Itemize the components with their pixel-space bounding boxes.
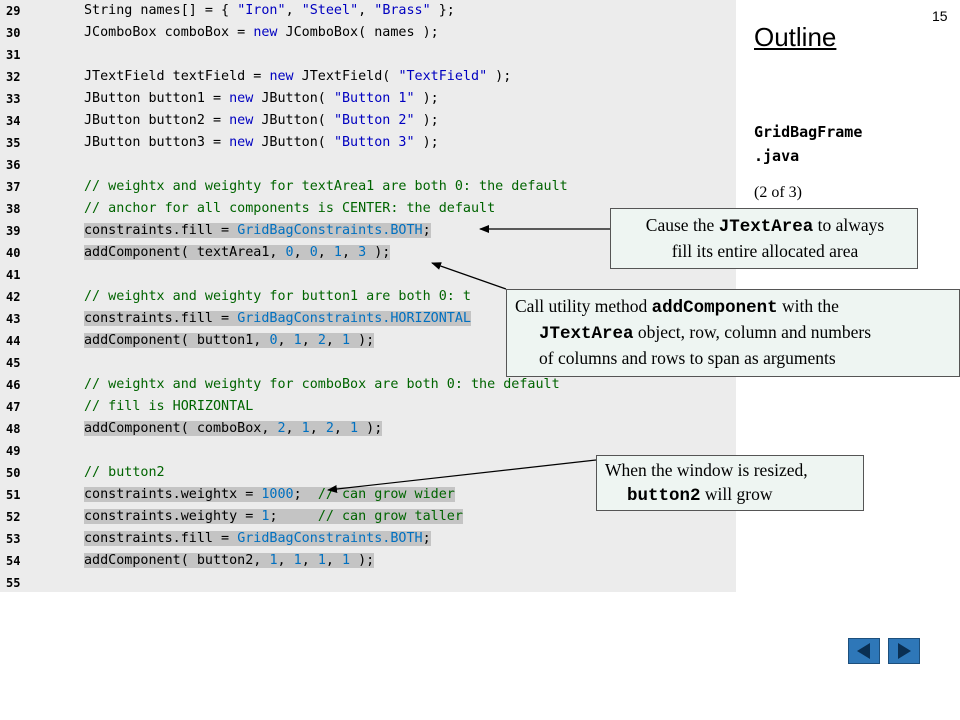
page-indicator: (2 of 3) [754,184,802,201]
triangle-left-icon [857,643,870,659]
callout-3-line2: button2 will grow [605,482,857,508]
code-text: JButton button1 = new JButton( "Button 1… [84,91,439,106]
callout-2-line3: of columns and rows to span as arguments [539,348,836,368]
code-text: constraints.fill = GridBagConstraints.BO… [84,223,431,238]
file-name-line2: .java [754,147,800,165]
line-number: 51 [6,488,21,502]
callout-1-line1: Cause the JTextArea to always [621,213,909,239]
callout-button2-grow: When the window is resized, button2 will… [596,455,864,511]
line-number: 40 [6,246,21,260]
line-number: 54 [6,554,21,568]
code-text: addComponent( button1, 0, 1, 2, 1 ); [84,333,375,348]
code-text: constraints.fill = GridBagConstraints.BO… [84,531,431,546]
code-text: // fill is HORIZONTAL [84,399,254,414]
line-number: 47 [6,400,21,414]
callout-code: addComponent [651,298,778,318]
line-number: 32 [6,70,21,84]
file-name-line1: GridBagFrame [754,123,863,141]
line-number: 52 [6,510,21,524]
callout-1-line2: fill its entire allocated area [671,241,859,261]
line-number: 37 [6,180,21,194]
callout-code: JTextArea [539,324,634,344]
callout-text: with the [777,296,839,316]
code-text: String names[] = { "Iron", "Steel", "Bra… [84,3,455,18]
callout-code: button2 [627,486,701,506]
line-number: 29 [6,4,21,18]
code-text: JTextField textField = new JTextField( "… [84,69,512,84]
code-text: JButton button3 = new JButton( "Button 3… [84,135,439,150]
code-text: JButton button2 = new JButton( "Button 2… [84,113,439,128]
callout-3-line1: When the window is resized, [605,460,808,480]
line-number: 45 [6,356,21,370]
callout-2-line1: Call utility method addComponent with th… [515,294,951,320]
line-number: 39 [6,224,21,238]
callout-code: JTextArea [718,217,814,237]
line-number: 42 [6,290,21,304]
line-number: 49 [6,444,21,458]
callout-text: object, row, column and numbers [633,322,872,342]
code-text: addComponent( button2, 1, 1, 1, 1 ); [84,553,375,568]
code-text: addComponent( textArea1, 0, 0, 1, 3 ); [84,245,391,260]
line-number: 43 [6,312,21,326]
code-text: // weightx and weighty for button1 are b… [84,289,471,304]
code-text: // anchor for all components is CENTER: … [84,201,496,216]
line-number: 34 [6,114,21,128]
callout-text: to always [813,215,885,235]
slide-number: 15 [932,8,948,24]
code-text: // button2 [84,465,165,480]
code-text: // weightx and weighty for comboBox are … [84,377,560,392]
code-text: // weightx and weighty for textArea1 are… [84,179,568,194]
line-number: 50 [6,466,21,480]
file-name: GridBagFrame .java [754,120,862,168]
callout-text: Call utility method [515,296,652,316]
code-text: constraints.fill = GridBagConstraints.HO… [84,311,471,326]
line-number: 41 [6,268,21,282]
previous-slide-button[interactable] [848,638,880,664]
next-slide-button[interactable] [888,638,920,664]
line-number: 46 [6,378,21,392]
line-number: 55 [6,576,21,590]
outline-title[interactable]: Outline [754,22,837,52]
line-number: 33 [6,92,21,106]
callout-text: Cause the [645,215,719,235]
line-number: 48 [6,422,21,436]
line-number: 44 [6,334,21,348]
code-text: constraints.weightx = 1000; // can grow … [84,487,455,502]
triangle-right-icon [898,643,911,659]
code-text: constraints.weighty = 1; // can grow tal… [84,509,463,524]
line-number: 35 [6,136,21,150]
line-number: 31 [6,48,21,62]
callout-text: will grow [700,484,773,504]
code-text: addComponent( comboBox, 2, 1, 2, 1 ); [84,421,383,436]
callout-fill-both: Cause the JTextArea to always fill its e… [610,208,918,269]
code-text: JComboBox comboBox = new JComboBox( name… [84,25,439,40]
line-number: 36 [6,158,21,172]
callout-2-line2: JTextArea object, row, column and number… [515,320,951,346]
line-number: 30 [6,26,21,40]
line-number: 53 [6,532,21,546]
callout-add-component: Call utility method addComponent with th… [506,289,960,377]
line-number: 38 [6,202,21,216]
